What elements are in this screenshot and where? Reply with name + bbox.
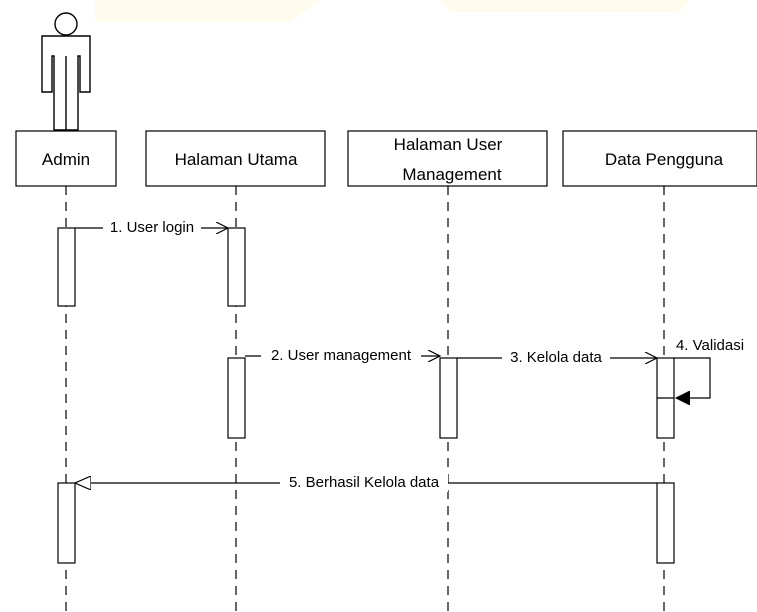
lifeline-data-pengguna-label: Data Pengguna bbox=[605, 150, 724, 169]
message-5-label: 5. Berhasil Kelola data bbox=[289, 474, 440, 491]
lifeline-halaman-utama-label: Halaman Utama bbox=[175, 150, 298, 169]
message-4-label: 4. Validasi bbox=[676, 337, 744, 354]
activation-halaman-utama-1 bbox=[227, 227, 246, 307]
activation-admin-1 bbox=[57, 227, 76, 307]
lifeline-header-data-pengguna: Data Pengguna bbox=[562, 130, 757, 187]
message-2-label: 2. User management bbox=[271, 347, 412, 364]
lifeline-header-admin: Admin bbox=[15, 130, 117, 187]
actor-icon bbox=[41, 12, 91, 131]
message-3: 3. Kelola data bbox=[457, 347, 657, 367]
lifeline-admin-label: Admin bbox=[42, 150, 90, 169]
message-5: 5. Berhasil Kelola data bbox=[75, 472, 657, 492]
lifeline-user-management-label-line2: Management bbox=[402, 165, 502, 184]
message-1: 1. User login bbox=[75, 217, 228, 237]
lifeline-header-halaman-utama: Halaman Utama bbox=[145, 130, 326, 187]
activation-admin-2 bbox=[57, 482, 76, 564]
lifeline-header-user-management: Halaman User Management bbox=[347, 130, 548, 187]
lifeline-user-management-label-line1: Halaman User bbox=[394, 135, 503, 154]
message-3-label: 3. Kelola data bbox=[510, 349, 602, 366]
activation-data-pengguna-2 bbox=[656, 482, 675, 564]
message-2: 2. User management bbox=[245, 345, 440, 365]
message-4: 4. Validasi bbox=[668, 335, 754, 398]
background-watermark bbox=[95, 0, 690, 22]
message-1-label: 1. User login bbox=[110, 219, 194, 236]
activation-user-management bbox=[439, 357, 458, 439]
activation-halaman-utama-2 bbox=[227, 357, 246, 439]
